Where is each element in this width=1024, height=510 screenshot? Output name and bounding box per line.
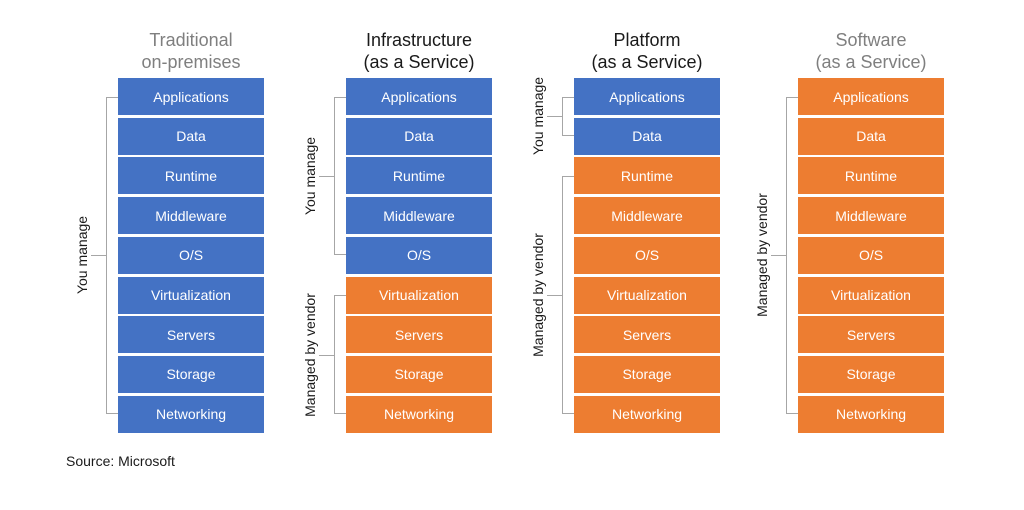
layer-o-s: O/S bbox=[798, 236, 944, 274]
group-bracket bbox=[319, 295, 346, 415]
column-title-line-2: on-premises bbox=[141, 52, 241, 72]
column-title-line-1: Platform bbox=[613, 30, 681, 50]
layer-virtualization: Virtualization bbox=[118, 276, 264, 314]
layer-networking: Networking bbox=[574, 395, 720, 433]
group-bracket bbox=[547, 175, 574, 415]
layer-runtime: Runtime bbox=[798, 157, 944, 195]
group-label-managed-by-vendor: Managed by vendor bbox=[754, 193, 770, 318]
layer-runtime: Runtime bbox=[574, 157, 720, 195]
bracket-tick bbox=[547, 116, 563, 118]
layer-servers: Servers bbox=[574, 316, 720, 354]
bracket-tick bbox=[91, 255, 107, 257]
layer-o-s: O/S bbox=[118, 236, 264, 274]
layer-storage: Storage bbox=[346, 355, 492, 393]
layer-data: Data bbox=[574, 117, 720, 155]
bracket-tick bbox=[771, 255, 787, 257]
layer-networking: Networking bbox=[118, 395, 264, 433]
layer-applications: Applications bbox=[798, 78, 944, 115]
bracket-tick bbox=[319, 354, 335, 356]
layer-applications: Applications bbox=[118, 78, 264, 115]
group-bracket bbox=[771, 96, 798, 415]
layer-middleware: Middleware bbox=[346, 197, 492, 235]
column-title-line-1: Software bbox=[835, 30, 907, 50]
source-note: Source: Microsoft bbox=[66, 453, 175, 469]
group-bracket bbox=[547, 96, 574, 137]
layer-runtime: Runtime bbox=[118, 157, 264, 195]
layer-servers: Servers bbox=[798, 316, 944, 354]
layer-o-s: O/S bbox=[346, 236, 492, 274]
group-bracket bbox=[319, 96, 346, 256]
layer-middleware: Middleware bbox=[574, 197, 720, 235]
column-title-line-2: (as a Service) bbox=[591, 52, 703, 72]
layer-data: Data bbox=[118, 117, 264, 155]
layer-servers: Servers bbox=[346, 316, 492, 354]
layer-applications: Applications bbox=[574, 78, 720, 115]
group-label-you-manage: You manage bbox=[74, 216, 90, 295]
layer-storage: Storage bbox=[798, 355, 944, 393]
group-label-you-manage: You manage bbox=[530, 77, 546, 156]
bracket-tick bbox=[547, 294, 563, 296]
group-bracket bbox=[91, 96, 118, 415]
column-title-line-2: (as a Service) bbox=[815, 52, 927, 72]
layer-runtime: Runtime bbox=[346, 157, 492, 195]
layer-applications: Applications bbox=[346, 78, 492, 115]
group-label-managed-by-vendor: Managed by vendor bbox=[530, 233, 546, 357]
layer-networking: Networking bbox=[798, 395, 944, 433]
layer-data: Data bbox=[346, 117, 492, 155]
layer-networking: Networking bbox=[346, 395, 492, 433]
layer-data: Data bbox=[798, 117, 944, 155]
column-title-line-1: Infrastructure bbox=[365, 30, 473, 50]
column-title-line-2: (as a Service) bbox=[363, 52, 475, 72]
column-title-line-1: Traditional bbox=[149, 30, 233, 50]
layer-middleware: Middleware bbox=[798, 197, 944, 235]
layer-virtualization: Virtualization bbox=[798, 276, 944, 314]
layer-virtualization: Virtualization bbox=[346, 276, 492, 314]
layer-storage: Storage bbox=[118, 355, 264, 393]
layer-servers: Servers bbox=[118, 316, 264, 354]
group-label-you-manage: You manage bbox=[302, 136, 318, 215]
layer-virtualization: Virtualization bbox=[574, 276, 720, 314]
layer-o-s: O/S bbox=[574, 236, 720, 274]
group-label-managed-by-vendor: Managed by vendor bbox=[302, 292, 318, 417]
layer-storage: Storage bbox=[574, 355, 720, 393]
layer-middleware: Middleware bbox=[118, 197, 264, 235]
bracket-tick bbox=[319, 175, 335, 177]
